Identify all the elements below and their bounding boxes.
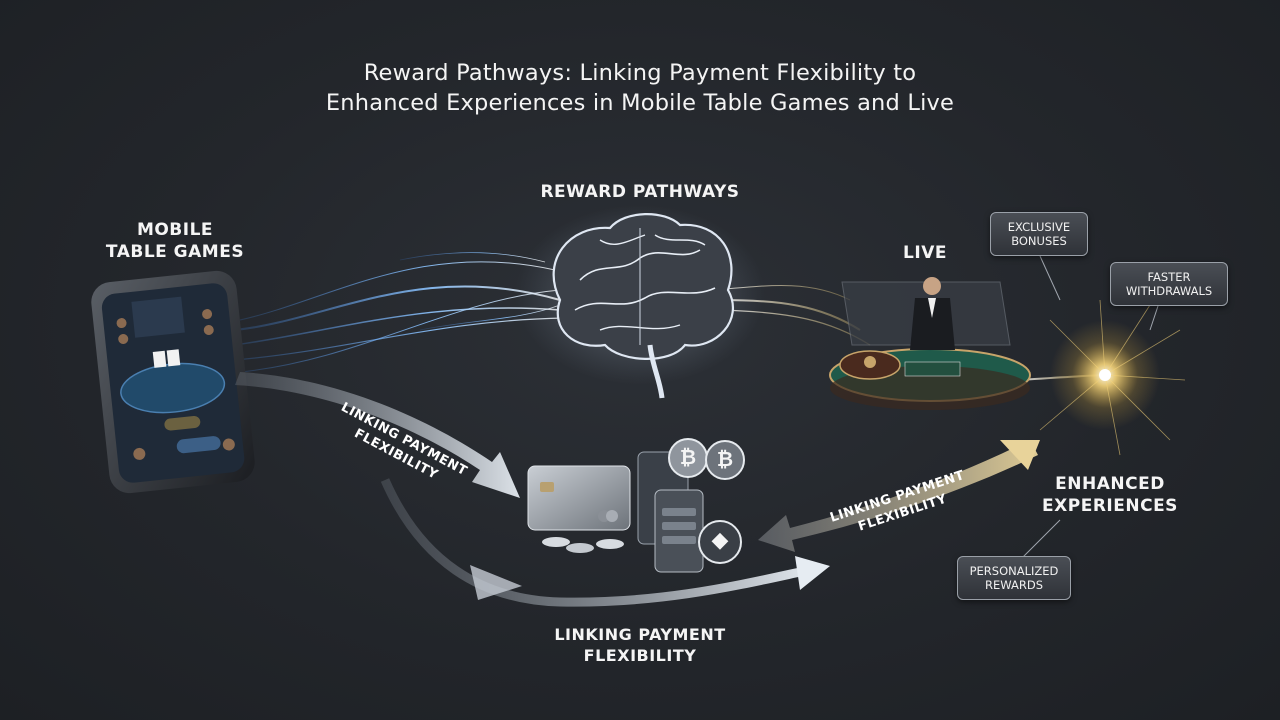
exclusive-line-1: EXCLUSIVE (1007, 220, 1071, 234)
bitcoin-coin-icon-1: ₿ (679, 445, 697, 469)
arrow-payment-right (758, 440, 1040, 552)
enhanced-label-line-1: ENHANCED (1055, 474, 1165, 494)
faster-line-1: FASTER (1147, 270, 1191, 284)
enhanced-experience-starburst (1039, 299, 1186, 456)
enhanced-label-line-2: EXPERIENCES (1042, 496, 1178, 516)
arrow-payment-bottom (380, 478, 830, 607)
personalized-line-1: PERSONALIZED (969, 564, 1059, 578)
live-label: LIVE (903, 243, 947, 263)
ethereum-coin-icon: ◆ (711, 528, 729, 553)
live-casino-table (829, 277, 1031, 410)
reward-pathways-label: REWARD PATHWAYS (540, 182, 740, 202)
faster-withdrawals-badge: FASTER WITHDRAWALS (1110, 262, 1228, 306)
payment-methods-cluster (527, 438, 745, 573)
personalized-line-2: REWARDS (984, 578, 1043, 592)
mobile-label-line-1: MOBILE (136, 220, 214, 240)
enhanced-experiences-label: ENHANCED EXPERIENCES (1030, 473, 1190, 517)
diagram-title: Reward Pathways: Linking Payment Flexibi… (0, 58, 1280, 118)
exclusive-line-2: BONUSES (1011, 234, 1067, 248)
bottom-arrow-label-line-2: FLEXIBILITY (583, 646, 697, 665)
blue-neural-stream (234, 252, 566, 373)
personalized-rewards-badge: PERSONALIZED REWARDS (957, 556, 1071, 600)
mobile-phone-illustration (91, 270, 255, 494)
mobile-label-line-2: TABLE GAMES (105, 242, 245, 262)
bitcoin-coin-icon-2: ₿ (716, 447, 734, 471)
bottom-arrow-label-line-1: LINKING PAYMENT (554, 625, 726, 644)
bottom-arrow-label: LINKING PAYMENT FLEXIBILITY (520, 624, 760, 666)
brain-icon (515, 205, 765, 399)
arrow-payment-left (235, 372, 520, 498)
mobile-table-games-label: MOBILE TABLE GAMES (90, 219, 260, 263)
exclusive-bonuses-badge: EXCLUSIVE BONUSES (990, 212, 1088, 256)
faster-line-2: WITHDRAWALS (1125, 284, 1213, 298)
title-line-2: Enhanced Experiences in Mobile Table Gam… (325, 90, 955, 116)
title-line-1: Reward Pathways: Linking Payment Flexibi… (363, 60, 917, 86)
